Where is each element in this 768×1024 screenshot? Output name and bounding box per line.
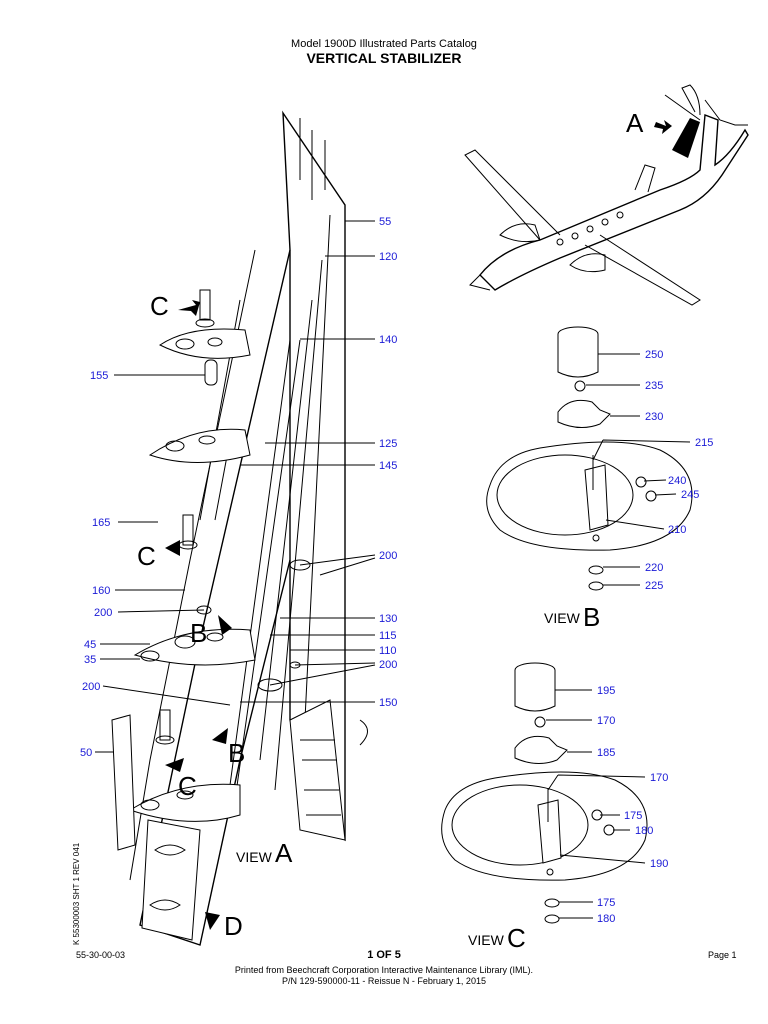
- callout-170: 170: [597, 715, 615, 727]
- callout-110: 110: [379, 645, 397, 657]
- callout-120: 120: [379, 251, 397, 263]
- svg-text:B: B: [190, 618, 207, 648]
- callout-180: 180: [635, 825, 653, 837]
- view-b-assembly: [486, 326, 693, 591]
- callout-165: 165: [92, 517, 110, 529]
- sheet-count: 1 OF 5: [367, 949, 401, 961]
- callout-115: 115: [379, 630, 397, 642]
- svg-text:VIEW: VIEW: [468, 932, 505, 948]
- svg-text:B: B: [583, 602, 600, 632]
- callout-185: 185: [597, 747, 615, 759]
- callout-50: 50: [80, 747, 92, 759]
- callout-155: 155: [90, 370, 108, 382]
- callout-235: 235: [645, 380, 663, 392]
- page-title: VERTICAL STABILIZER: [306, 50, 462, 66]
- view-b-label: VIEW B: [544, 602, 600, 632]
- sheet-identifier: K 55300003 SHT 1 REV 041: [72, 842, 81, 945]
- callout-200: 200: [379, 550, 397, 562]
- callout-175: 175: [597, 897, 615, 909]
- callout-230: 230: [645, 411, 663, 423]
- view-a-label: VIEW A: [236, 838, 293, 868]
- leader-lines-main: [95, 220, 376, 753]
- callout-125: 125: [379, 438, 397, 450]
- document-reference: 55-30-00-03: [76, 950, 126, 960]
- callout-210: 210: [668, 524, 686, 536]
- callout-225: 225: [645, 580, 663, 592]
- callout-195: 195: [597, 685, 615, 697]
- callout-130: 130: [379, 613, 397, 625]
- callout-245: 245: [681, 489, 699, 501]
- callout-170: 170: [650, 772, 668, 784]
- callout-145: 145: [379, 460, 397, 472]
- svg-text:C: C: [507, 923, 526, 953]
- svg-text:D: D: [224, 911, 243, 941]
- svg-text:C: C: [150, 291, 169, 321]
- callout-190: 190: [650, 858, 668, 870]
- callout-215: 215: [695, 437, 713, 449]
- view-c-label: VIEW C: [468, 923, 526, 953]
- callouts-view-b: 250 235 230 215 240 245 210 220 225: [645, 349, 713, 592]
- svg-text:A: A: [275, 838, 293, 868]
- callout-200: 200: [379, 659, 397, 671]
- callout-175: 175: [624, 810, 642, 822]
- callout-250: 250: [645, 349, 663, 361]
- svg-text:VIEW: VIEW: [236, 849, 273, 865]
- callout-140: 140: [379, 334, 397, 346]
- callout-220: 220: [645, 562, 663, 574]
- svg-text:B: B: [228, 738, 245, 768]
- callout-35: 35: [84, 654, 96, 666]
- svg-text:C: C: [137, 541, 156, 571]
- part-number-line: P/N 129-590000-11 - Reissue N - February…: [282, 976, 486, 986]
- view-c-assembly: [441, 662, 648, 924]
- callout-180: 180: [597, 913, 615, 925]
- callout-240: 240: [668, 475, 686, 487]
- callout-200: 200: [94, 607, 112, 619]
- callouts-view-c: 195 170 185 170 175 180 190 175 180: [597, 685, 668, 925]
- catalog-title: Model 1900D Illustrated Parts Catalog: [291, 38, 477, 50]
- svg-text:VIEW: VIEW: [544, 610, 581, 626]
- view-arrows-main: C C B B C D: [137, 291, 245, 941]
- callout-150: 150: [379, 697, 397, 709]
- printed-from-note: Printed from Beechcraft Corporation Inte…: [234, 965, 534, 975]
- callout-45: 45: [84, 639, 96, 651]
- svg-text:C: C: [178, 771, 197, 801]
- svg-text:A: A: [626, 108, 644, 138]
- vertical-stabilizer-structure: [111, 110, 368, 946]
- page-number: Page 1: [708, 950, 737, 960]
- callout-200: 200: [82, 681, 100, 693]
- callouts-main: 55 120 140 155 125 145 165 200 160 200 1…: [80, 216, 397, 759]
- callout-55: 55: [379, 216, 391, 228]
- airplane-locator: A: [464, 84, 749, 306]
- callout-160: 160: [92, 585, 110, 597]
